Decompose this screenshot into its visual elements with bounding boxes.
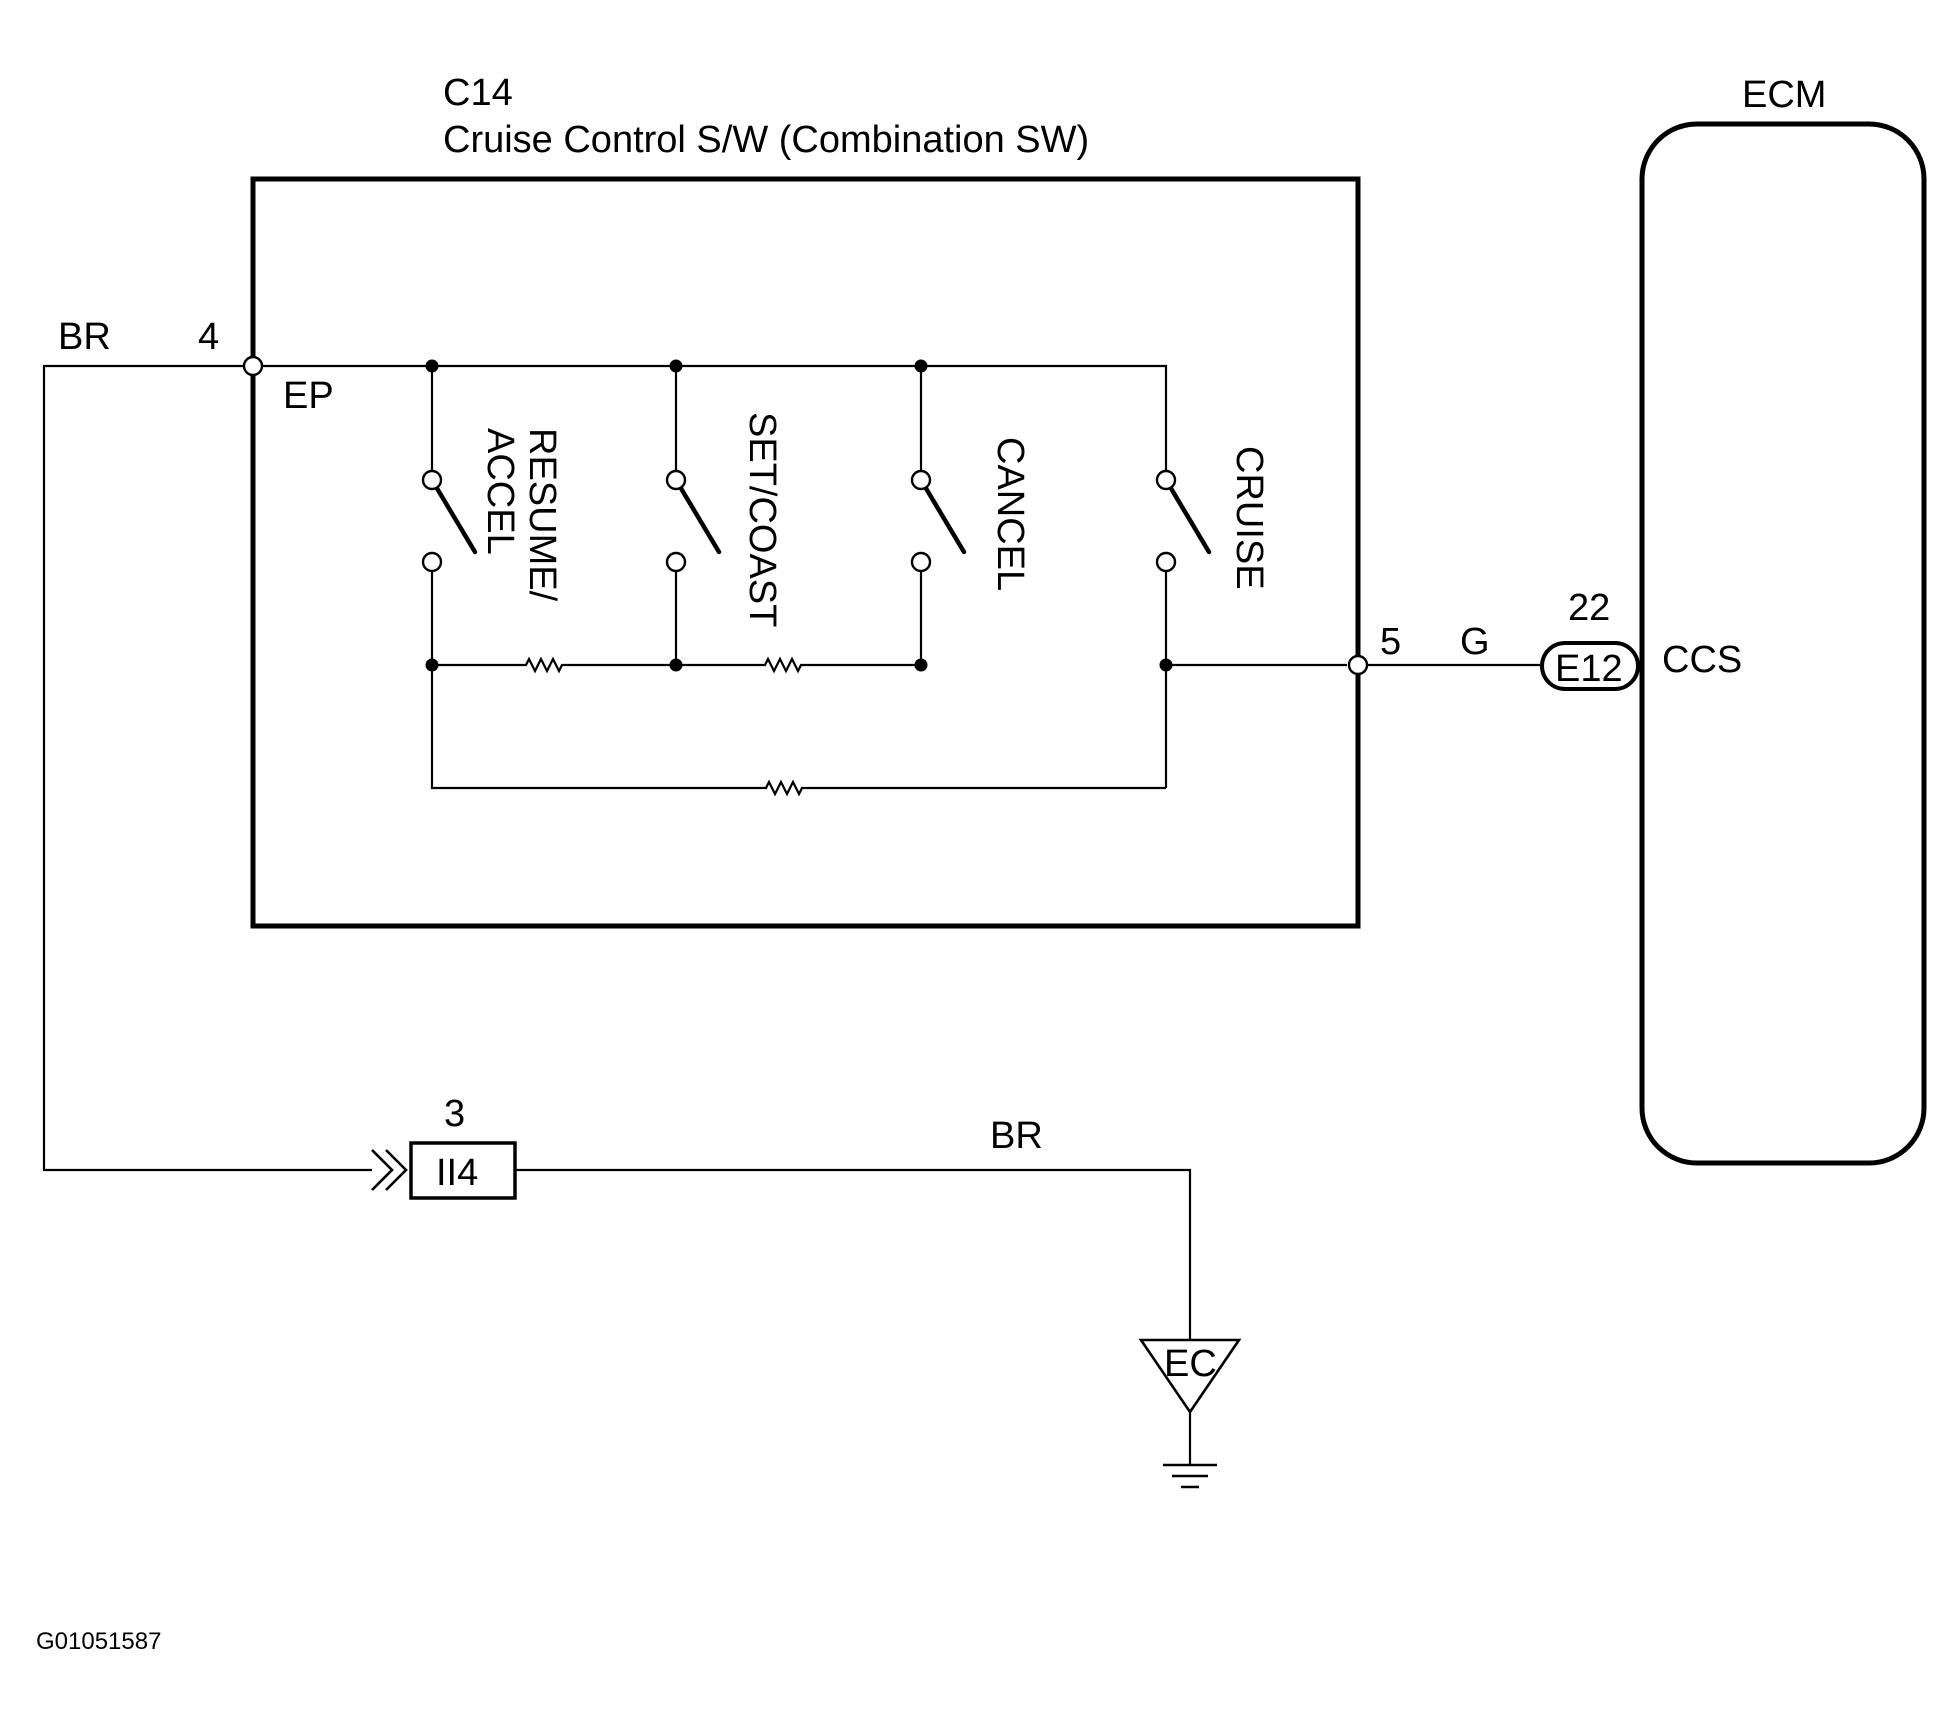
pin-4-terminal xyxy=(242,355,264,377)
ladder-node-2 xyxy=(669,658,683,672)
ecm-body xyxy=(1639,121,1927,1166)
figure-id: G01051587 xyxy=(36,1628,161,1655)
contact-label-cruise: CRUISE xyxy=(1228,446,1270,590)
svg-text:ACCEL: ACCEL xyxy=(479,428,521,555)
pin-5-label: 5 xyxy=(1380,621,1401,663)
switch-connector-label: C14 xyxy=(443,72,513,114)
svg-text:RESUME/: RESUME/ xyxy=(521,428,563,602)
contact-label-set-coast: SET/COAST xyxy=(741,412,783,627)
junction-connector-label: II4 xyxy=(436,1152,478,1194)
ep-label: EP xyxy=(283,375,334,417)
ground-point-label: EC xyxy=(1164,1343,1217,1385)
switch-title: Cruise Control S/W (Combination SW) xyxy=(443,119,1089,161)
contact-label-cancel: CANCEL xyxy=(989,437,1031,591)
switch-contact-resume-accel xyxy=(421,469,478,665)
ecm-connector-e12 xyxy=(1540,641,1640,691)
switch-contact-set-coast xyxy=(665,469,722,665)
ecm-connector-label: E12 xyxy=(1555,648,1623,690)
switch-housing xyxy=(250,176,1361,929)
resistor-ladder-wire-2 xyxy=(676,656,921,674)
bus-node-1 xyxy=(425,359,439,373)
pin-5-terminal xyxy=(1347,654,1369,676)
g-wire-label: G xyxy=(1460,621,1490,663)
ladder-node-1 xyxy=(425,658,439,672)
resistor-ladder-wire-1 xyxy=(432,656,676,674)
switch-contact-cancel xyxy=(910,469,967,665)
bus-node-2 xyxy=(669,359,683,373)
ecm-pin-label: 22 xyxy=(1568,587,1610,629)
resistor-ladder-wire-3 xyxy=(430,665,1166,797)
br-wire-left xyxy=(42,364,372,1172)
br-wire-label-ground: BR xyxy=(990,1115,1043,1157)
br-wire-label-left: BR xyxy=(58,316,111,358)
pin-4-label: 4 xyxy=(198,316,219,358)
contact-label-resume-accel: RESUME/ ACCEL xyxy=(479,428,563,602)
ecm-terminal-label: CCS xyxy=(1662,639,1742,681)
junction-pin-label: 3 xyxy=(444,1093,465,1135)
ground-point-triangle xyxy=(1138,1338,1242,1415)
bus-node-3 xyxy=(914,359,928,373)
ground-icon xyxy=(1163,1463,1217,1489)
ecm-title: ECM xyxy=(1742,74,1826,116)
top-bus xyxy=(253,364,1168,480)
br-wire-ground xyxy=(515,1168,1192,1340)
ladder-node-3 xyxy=(914,658,928,672)
ladder-node-4 xyxy=(1159,658,1173,672)
switch-contact-cruise xyxy=(1155,469,1212,788)
